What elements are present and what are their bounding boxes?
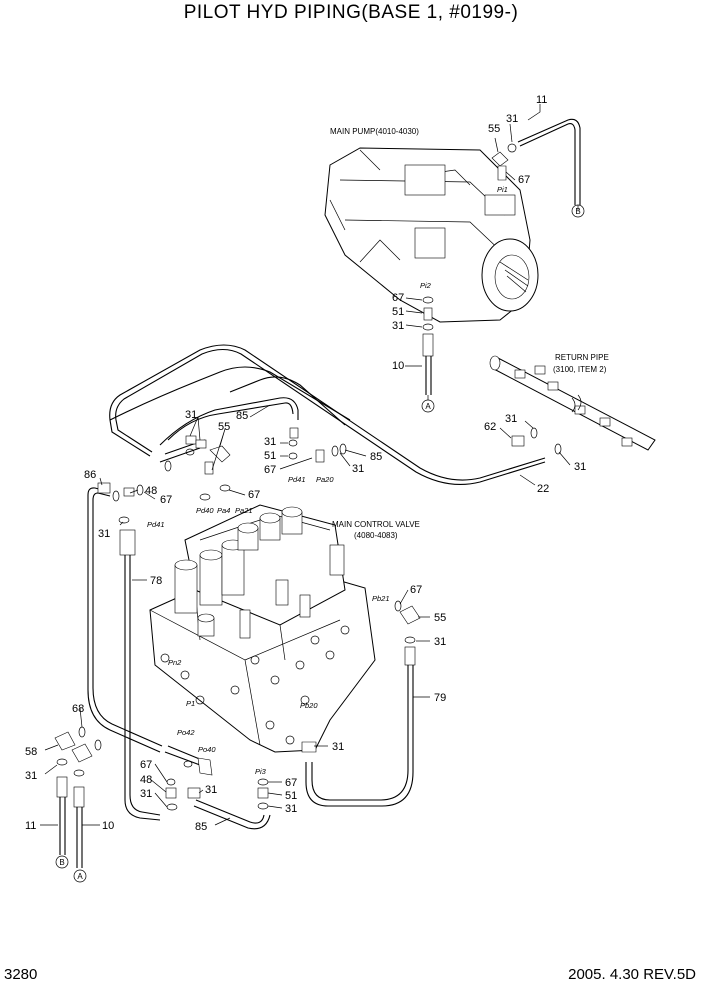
main-pump-label: MAIN PUMP(4010-4030) [330,127,419,136]
callout: 55 [488,123,500,135]
callout-numbers: 11 31 55 67 67 51 31 10 31 62 31 22 31 8… [25,94,586,833]
port-label: P1 [186,699,195,708]
callout: 11 [536,94,547,106]
port-label: Pa20 [316,475,334,484]
return-fittings [511,427,562,455]
callout: 51 [392,306,404,318]
main-pump [324,147,539,323]
revision-date: 2005. 4.30 REV.5D [568,966,696,983]
callout: 85 [236,410,248,422]
callout: 86 [84,469,96,481]
mcv-top-fittings [164,427,347,501]
connector-b-top: B [571,204,585,218]
right-hose [301,600,421,807]
callout: 31 [574,461,586,473]
callout: 31 [264,436,276,448]
callout: 31 [205,784,217,796]
callout: 31 [505,413,517,425]
callout: 11 [25,820,36,832]
port-label: Pn2 [168,658,182,667]
port-label: Pa4 [217,506,230,515]
callout: 48 [140,774,152,786]
left-hoses [54,482,163,868]
callout: 78 [150,575,162,587]
callout: 68 [72,703,84,715]
connector-label: A [77,872,83,881]
callout: 31 [506,113,518,125]
page-title: PILOT HYD PIPING(BASE 1, #0199-) [183,2,519,23]
callout: 67 [264,464,276,476]
mcv-label: MAIN CONTROL VALVE [332,520,420,529]
connector-label: B [575,207,580,216]
port-label: Pb20 [300,701,318,710]
callout: 67 [518,174,530,186]
callout: 31 [185,409,197,421]
callout: 85 [370,451,382,463]
connector-a-bottom: A [73,869,87,883]
callout: 31 [332,741,344,753]
callout: 31 [25,770,37,782]
callout: 51 [264,450,276,462]
callout: 31 [285,803,297,815]
connector-label: B [59,858,64,867]
port-label: Pi3 [255,767,267,776]
callout: 55 [434,612,446,624]
bottom-fittings [164,745,271,830]
piping-diagram: A B B A MAIN PUMP(4010-4030) RETURN PIPE… [25,94,656,883]
callout: 48 [145,485,157,497]
port-label: Pi1 [497,185,508,194]
page-number: 3280 [4,966,38,983]
callout: 85 [195,821,207,833]
mcv-ref: (4080-4083) [354,531,398,540]
callout: 67 [392,292,404,304]
callout: 55 [218,421,230,433]
callout: 31 [98,528,110,540]
port-label: Pb21 [372,594,390,603]
pump-bottom-hose [422,296,434,400]
callout: 10 [392,360,404,372]
port-label: Pd41 [147,520,165,529]
callout: 31 [352,463,364,475]
port-label: Pi2 [420,281,432,290]
callout: 67 [160,494,172,506]
callout: 22 [537,483,549,495]
callout: 10 [102,820,114,832]
callout: 67 [285,777,297,789]
port-label: Pa21 [235,506,253,515]
callout: 31 [392,320,404,332]
main-control-valve [149,504,376,753]
return-pipe-ref: (3100, ITEM 2) [553,365,607,374]
callout: 67 [140,759,152,771]
port-label: Pd41 [288,475,306,484]
callout: 58 [25,746,37,758]
connector-b-bottom: B [55,855,69,869]
callout: 67 [410,584,422,596]
return-pipe [489,355,656,451]
port-label: Pd40 [196,506,214,515]
callout: 31 [140,788,152,800]
leader-lines [40,104,571,826]
return-pipe-label: RETURN PIPE [555,353,609,362]
port-label: Po40 [198,745,216,754]
callout: 67 [248,489,260,501]
callout: 31 [434,636,446,648]
connector-label: A [425,402,431,411]
callout: 62 [484,421,496,433]
pump-top-hose [491,118,581,210]
connector-a-top: A [421,399,435,413]
callout: 51 [285,790,297,802]
port-label: Po42 [177,728,195,737]
callout: 79 [434,692,446,704]
pilot-hoses [109,344,546,485]
